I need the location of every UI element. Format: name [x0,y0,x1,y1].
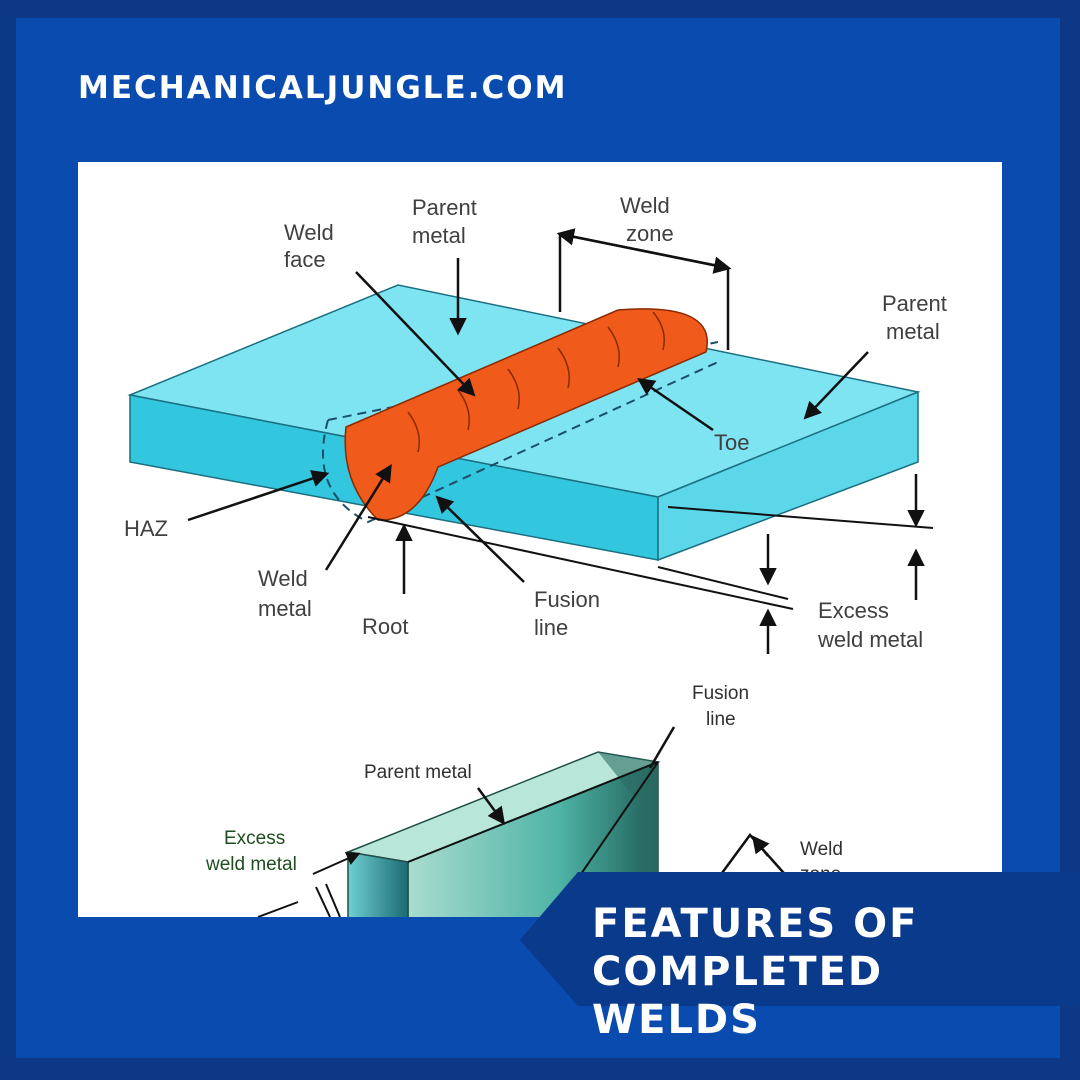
label-bottom-excess-weld-metal-1: Excess [224,828,285,849]
label-bottom-fusion-line-2: line [706,709,736,730]
label-bottom-parent-metal: Parent metal [364,762,472,783]
label-fusion-line-1: Fusion [534,587,600,612]
plate-assembly [127,284,934,610]
label-toe: Toe [714,430,749,455]
banner-title: FEATURES OF COMPLETED WELDS [592,900,1062,1044]
label-haz: HAZ [124,516,168,541]
label-parent-metal-a-2: metal [412,223,466,248]
banner-title-line-2: COMPLETED WELDS [592,949,884,1043]
label-weld-metal-2: metal [258,596,312,621]
label-parent-metal-a-1: Parent [412,195,477,220]
weld-diagram: Weld face Parent metal Weld zone Parent … [78,162,1002,917]
label-bottom-fusion-line-1: Fusion [692,683,749,704]
label-parent-metal-b-1: Parent [882,291,947,316]
label-weld-face-2: face [284,247,326,272]
label-excess-weld-metal-1: Excess [818,598,889,623]
weld-bead [344,308,708,521]
plate-right-face [657,390,919,562]
label-weld-face-1: Weld [284,220,334,245]
label-weld-metal-1: Weld [258,566,308,591]
label-root: Root [362,614,408,639]
label-weld-zone-1: Weld [620,193,670,218]
label-bottom-excess-weld-metal-2: weld metal [205,854,297,875]
site-brand: MECHANICALJUNGLE.COM [78,70,568,106]
weld-ripples [407,311,665,453]
label-bottom-weld-zone-1: Weld [800,839,843,860]
haz-boundary [322,361,719,524]
banner-title-line-1: FEATURES OF [592,901,919,947]
title-banner [520,872,1080,1006]
label-fusion-line-2: line [534,615,568,640]
label-excess-weld-metal-2: weld metal [817,627,923,652]
diagram-svg: Weld face Parent metal Weld zone Parent … [124,193,947,917]
label-weld-zone-2: zone [626,221,674,246]
label-parent-metal-b-2: metal [886,319,940,344]
